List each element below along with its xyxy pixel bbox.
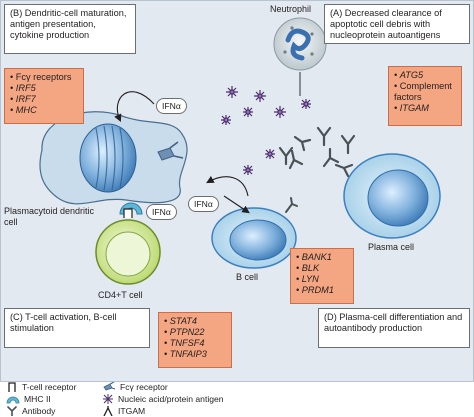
b-cell (211, 197, 298, 269)
nucleic-acid-antigens (172, 86, 311, 175)
legend-tcr: T-cell receptor (6, 382, 76, 392)
antigen-7 (265, 149, 275, 159)
antigen-4 (274, 106, 286, 118)
arrow-ifn-to-bcell (223, 195, 250, 214)
bcell-label: B cell (236, 272, 259, 282)
gene-item: Complement factors (394, 81, 456, 103)
antibodies (288, 126, 356, 178)
neutrophil-label: Neutrophil (270, 4, 312, 14)
legend-itgam: ITGAM (102, 406, 145, 416)
legend: T-cell receptor MHC II Antibody Fcγ rece… (0, 382, 474, 417)
gene-item: ITGAM (394, 103, 456, 114)
legend-nucleic-label: Nucleic acid/protein antigen (118, 394, 224, 404)
arrow-ifn-to-pdc (114, 91, 155, 123)
gene-item: ATG5 (394, 70, 456, 81)
plasmacytoid-dendritic-cell (39, 111, 188, 215)
bcell-nucleus (229, 219, 287, 261)
panel-b-title: (B) Dendritic-cell maturation, antigen p… (4, 4, 136, 54)
neutrophil-nucleus (285, 28, 311, 61)
gene-item: TNFAIP3 (164, 349, 226, 360)
gene-item: BANK1 (296, 252, 348, 263)
mhc-ii-icon (6, 396, 20, 404)
plasma-nucleus (367, 169, 429, 227)
plasma-cell (343, 153, 441, 239)
plasma-cell-label: Plasma cell (368, 242, 415, 252)
diagram-artwork (39, 17, 441, 285)
pdc-nucleus (79, 123, 137, 193)
antibody-3 (322, 147, 340, 168)
gene-item: BLK (296, 263, 348, 274)
gene-item: TNFSF4 (164, 338, 226, 349)
antibody-1 (316, 126, 332, 147)
neutrophil-cell (273, 17, 327, 96)
pathway-arrows (114, 91, 250, 214)
tcell-nucleus (105, 231, 151, 277)
genes-bcell: BANK1 BLK LYN PRDM1 (290, 248, 354, 304)
gene-item: STAT4 (164, 316, 226, 327)
antigen-3 (243, 107, 253, 117)
antigen-5 (301, 99, 311, 109)
fc-gamma-receptor-icon (103, 382, 116, 391)
ifn-alpha-2: IFNα (146, 204, 177, 220)
genes-tcell: STAT4 PTPN22 TNFSF4 TNFAIP3 (158, 312, 232, 368)
antibody-2 (340, 134, 356, 155)
t-cell-receptor-icon (8, 382, 16, 392)
panel-d-title: (D) Plasma-cell differentiation and auto… (318, 308, 470, 348)
antibody-icon (7, 406, 17, 416)
t-cell-receptor (123, 208, 133, 218)
legend-nucleic: Nucleic acid/protein antigen (102, 394, 224, 404)
legend-antibody: Antibody (6, 406, 55, 416)
antibody-4 (293, 135, 312, 152)
antigen-2 (254, 90, 266, 102)
gene-item: MHC (10, 105, 78, 116)
gene-item: IRF7 (10, 94, 78, 105)
panel-a-title: (A) Decreased clearance of apoptotic cel… (324, 4, 470, 44)
pdc-label: Plasmacytoid dendritic cell (4, 206, 95, 227)
gene-item: Fcγ receptors (10, 72, 78, 83)
neutrophil-body (273, 17, 327, 71)
legend-tcr-label: T-cell receptor (22, 382, 77, 392)
ifn-alpha-3: IFNα (188, 196, 219, 212)
legend-fcr: Fcγ receptor (102, 382, 168, 392)
panel-c-title: (C) T-cell activation, B-cell stimulatio… (4, 308, 150, 348)
gene-item: LYN (296, 274, 348, 285)
legend-mhc-label: MHC II (24, 394, 51, 404)
tcell-label: CD4+T cell (98, 290, 143, 300)
itgam-icon (103, 406, 113, 416)
legend-fcr-label: Fcγ receptor (120, 382, 168, 392)
legend-itgam-label: ITGAM (118, 406, 146, 416)
gene-item: PRDM1 (296, 285, 348, 296)
legend-mhc: MHC II (6, 394, 51, 404)
antigen-6 (221, 115, 231, 125)
nucleic-acid-antigen-icon (103, 394, 113, 404)
genes-clearance: ATG5 Complement factors ITGAM (388, 66, 462, 126)
antibody-5 (334, 163, 354, 178)
cd4-t-cell (95, 208, 161, 285)
gene-item: IRF5 (10, 83, 78, 94)
ifn-alpha-1: IFNα (156, 98, 187, 114)
gene-item: PTPN22 (164, 327, 226, 338)
antigen-1 (226, 86, 238, 98)
legend-antibody-label: Antibody (22, 406, 56, 416)
antigen-8 (243, 165, 253, 175)
arrow-bcell-to-ifn (206, 175, 249, 197)
antibody-6 (288, 149, 304, 170)
genes-pdc: Fcγ receptors IRF5 IRF7 MHC (4, 68, 84, 124)
immune-complex (278, 146, 294, 166)
